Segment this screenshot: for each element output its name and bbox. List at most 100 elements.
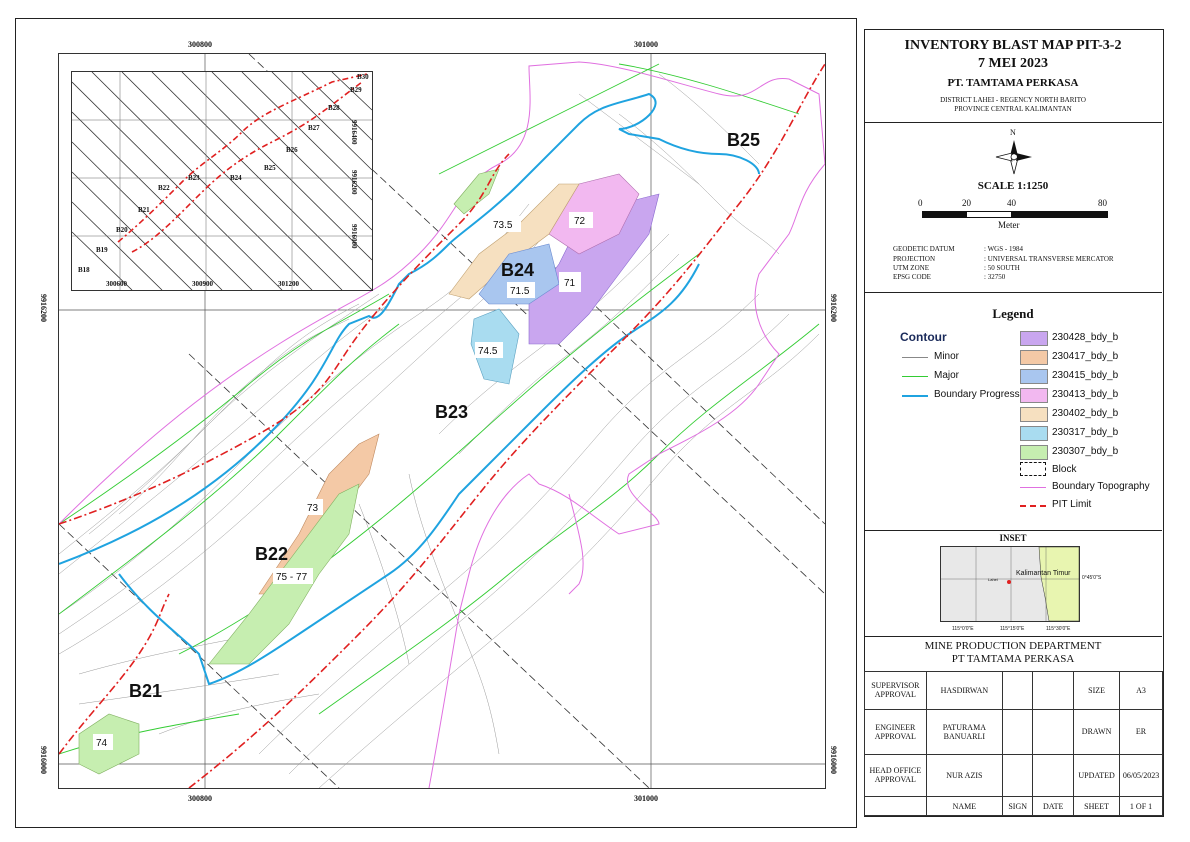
- topographic-map: B21 B22 B23 B24 B25 73.5 72 71.5 71 74.5…: [59, 54, 825, 788]
- blast-value-label: 71: [564, 278, 576, 289]
- legend-block-symbol: [1020, 462, 1046, 476]
- legend-line-minor: [902, 357, 928, 358]
- legend-label: PIT Limit: [1052, 499, 1092, 510]
- inset-label: 115°15'0"E: [1000, 626, 1025, 632]
- keyplan-x-tick: 301200: [278, 280, 300, 288]
- key-plan-map: B30 B29 B28 B27 B26 B25 B24 B23 B22 B21 …: [71, 71, 373, 291]
- approval-name: HASDIRWAN: [925, 671, 1004, 710]
- scale-tick: 0: [918, 198, 923, 208]
- grid-label-left: 9916200: [39, 294, 48, 322]
- grid-label-right: 9916000: [829, 746, 838, 774]
- meta-key: SIZE: [1073, 671, 1121, 710]
- geodetic-key: EPSG CODE: [893, 273, 931, 281]
- inset-label: 115°30'0"E: [1046, 626, 1071, 632]
- keyplan-block-label: B18: [78, 266, 90, 274]
- sign-cell: [1002, 671, 1034, 710]
- meta-key: SHEET: [1073, 796, 1121, 816]
- divider: [864, 292, 1162, 293]
- date-cell: [1032, 671, 1075, 710]
- sign-cell: [1002, 708, 1034, 755]
- blast-value-label: 75 - 77: [276, 572, 308, 583]
- pit-limit: [59, 63, 825, 788]
- geodetic-value: : 50 SOUTH: [984, 264, 1020, 272]
- blast-value-label: 74.5: [478, 346, 498, 357]
- keyplan-block-label: B19: [96, 246, 108, 254]
- block-label-b24: B24: [501, 260, 534, 280]
- sign-cell: [1002, 753, 1034, 798]
- keyplan-block-label: B29: [350, 86, 362, 94]
- legend-title: Legend: [992, 306, 1034, 321]
- legend-label: 230417_bdy_b: [1052, 351, 1119, 362]
- keyplan-block-label: B27: [308, 124, 320, 132]
- approval-table: SUPERVISOR APPROVAL HASDIRWAN SIZE A3 EN…: [864, 671, 1163, 816]
- meta-value: A3: [1119, 671, 1163, 710]
- geodetic-key: UTM ZONE: [893, 264, 929, 272]
- footer-col: SIGN: [1002, 796, 1034, 816]
- legend-label: 230402_bdy_b: [1052, 408, 1119, 419]
- inset-label: 0°45'0"S: [1082, 575, 1102, 581]
- grid-label-right: 9916200: [829, 294, 838, 322]
- keyplan-x-tick: 300600: [106, 280, 128, 288]
- legend-swatch-230415: [1020, 369, 1048, 384]
- keyplan-block-label: B23: [188, 174, 200, 182]
- scale-tick: 20: [962, 198, 971, 208]
- province-text: PROVINCE CENTRAL KALIMANTAN: [954, 105, 1072, 113]
- block-label-b22: B22: [255, 544, 288, 564]
- blast-area-230307-top: [453, 168, 500, 215]
- legend-label: Block: [1052, 464, 1077, 475]
- blast-value-label: 73.5: [493, 220, 513, 231]
- inset-map: [940, 546, 1080, 622]
- legend-pit-limit-line: [1020, 505, 1046, 507]
- map-title: INVENTORY BLAST MAP PIT-3-2: [904, 38, 1122, 53]
- approval-name: PATURAMA BANUARLI: [925, 708, 1004, 755]
- legend-topography-line: [1020, 487, 1046, 488]
- divider: [864, 122, 1162, 123]
- district-text: DISTRICT LAHEI - REGENCY NORTH BARITO: [940, 96, 1086, 104]
- grid-label-left: 9916000: [39, 746, 48, 774]
- keyplan-y-tick: 9916200: [350, 170, 358, 195]
- block-label-b25: B25: [727, 130, 760, 150]
- date-cell: [1032, 708, 1075, 755]
- legend-label: 230413_bdy_b: [1052, 389, 1119, 400]
- blast-value-label: 71.5: [510, 286, 530, 297]
- legend-swatch-230417: [1020, 350, 1048, 365]
- block-label-b23: B23: [435, 402, 468, 422]
- meta-value: ER: [1119, 708, 1163, 755]
- blast-value-label: 72: [574, 216, 586, 227]
- legend-label: 230415_bdy_b: [1052, 370, 1119, 381]
- north-label: N: [1010, 128, 1016, 137]
- legend-label: Minor: [934, 351, 960, 362]
- scale-bar: [922, 211, 1108, 218]
- grid-label-bottom: 301000: [634, 794, 658, 803]
- meta-value: 06/05/2023: [1119, 753, 1163, 798]
- date-cell: [1032, 753, 1075, 798]
- keyplan-y-tick: 9916000: [350, 224, 358, 249]
- grid-label-top: 301000: [634, 40, 658, 49]
- legend-label: 230428_bdy_b: [1052, 332, 1119, 343]
- map-date: 7 MEI 2023: [978, 56, 1048, 71]
- geodetic-value: : UNIVERSAL TRANSVERSE MERCATOR: [984, 255, 1114, 263]
- meta-key: DRAWN: [1073, 708, 1121, 755]
- blast-value-label: 74: [96, 738, 108, 749]
- legend-swatch-230307: [1020, 445, 1048, 460]
- grid-label-bottom: 300800: [188, 794, 212, 803]
- inset-label: Kalimantan Timur: [1016, 570, 1071, 577]
- scale-unit: Meter: [998, 220, 1020, 230]
- keyplan-block-label: B30: [357, 73, 369, 81]
- boundary-topography: [59, 61, 825, 788]
- company-name: PT. TAMTAMA PERKASA: [947, 77, 1079, 89]
- blast-area-230402: [448, 183, 580, 300]
- legend-swatch-230428: [1020, 331, 1048, 346]
- keyplan-block-label: B22: [158, 184, 170, 192]
- map-canvas[interactable]: B21 B22 B23 B24 B25 73.5 72 71.5 71 74.5…: [58, 53, 826, 789]
- keyplan-block-label: B28: [328, 104, 340, 112]
- block-label-b21: B21: [129, 681, 162, 701]
- approval-role: ENGINEER APPROVAL: [864, 708, 927, 755]
- geodetic-key: GEODETIC DATUM: [893, 245, 955, 253]
- meta-key: UPDATED: [1073, 753, 1121, 798]
- geodetic-key: PROJECTION: [893, 255, 936, 263]
- approval-role: HEAD OFFICE APPROVAL: [864, 753, 927, 798]
- legend-swatch-230317: [1020, 426, 1048, 441]
- keyplan-x-tick: 300900: [192, 280, 214, 288]
- boundary-progress: [59, 92, 760, 565]
